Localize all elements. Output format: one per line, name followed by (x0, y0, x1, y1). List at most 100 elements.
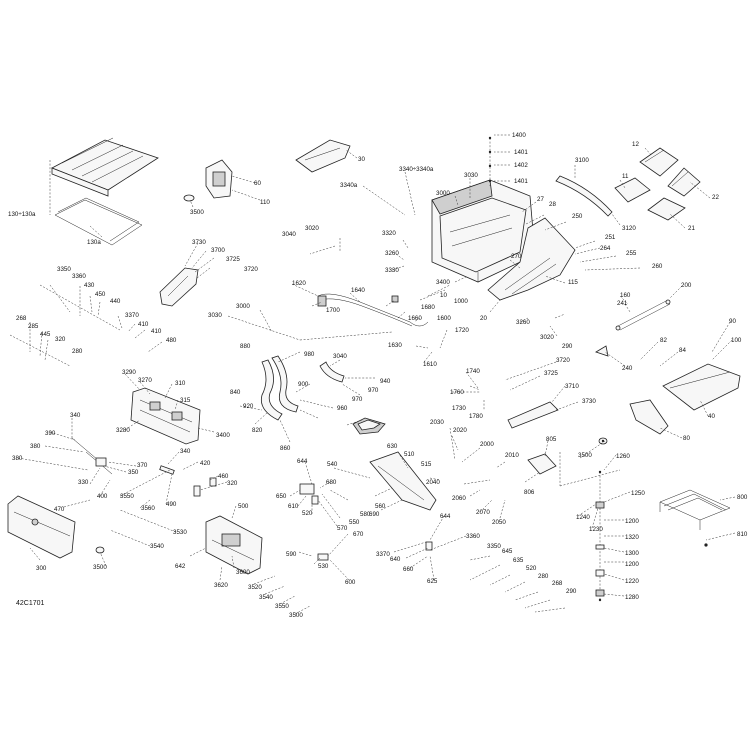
callout-3700: 3700 (211, 247, 225, 254)
callout-84: 84 (679, 347, 686, 354)
callout-241: 241 (617, 300, 628, 307)
callout-3370-bottom: 3370 (376, 551, 390, 558)
callout-3000-mid: 3000 (236, 303, 250, 310)
callout-380-b: 380 (12, 455, 23, 462)
callout-500: 500 (238, 503, 249, 510)
callout-3500-mid: 3500 (289, 612, 303, 619)
callout-1630: 1630 (388, 342, 402, 349)
callout-3330: 3330 (385, 267, 399, 274)
callout-1200-a: 1200 (625, 518, 639, 525)
callout-670: 670 (353, 531, 364, 538)
callout-400: 400 (97, 493, 108, 500)
callout-3280: 3280 (116, 427, 130, 434)
callout-3720-left: 3720 (244, 266, 258, 273)
panel-30-part (295, 139, 351, 173)
callout-2020: 2020 (453, 427, 467, 434)
callout-2000: 2000 (480, 441, 494, 448)
callout-450: 450 (95, 291, 106, 298)
bracket-160-part (615, 299, 671, 331)
callout-10: 10 (440, 292, 447, 299)
callout-920: 920 (243, 403, 254, 410)
callout-250: 250 (572, 213, 583, 220)
callout-240: 240 (622, 365, 633, 372)
callout-3600: 3600 (236, 569, 250, 576)
bracket-80-part (598, 399, 669, 445)
callout-3030-mid: 3030 (208, 312, 222, 319)
bed-cover-part (51, 137, 159, 246)
callout-806: 806 (524, 489, 535, 496)
callout-600: 600 (345, 579, 356, 586)
callout-530: 530 (318, 563, 329, 570)
callout-2060: 2060 (452, 495, 466, 502)
callout-28: 28 (549, 201, 556, 208)
liner-part (487, 217, 576, 301)
latch-rod-part (71, 437, 113, 475)
callout-1610: 1610 (423, 361, 437, 368)
callout-650: 650 (276, 493, 287, 500)
callout-1400: 1400 (512, 132, 526, 139)
callout-3720-right: 3720 (556, 357, 570, 364)
callout-22: 22 (712, 194, 719, 201)
callout-1600: 1600 (437, 315, 451, 322)
callout-1401-b: 1401 (514, 178, 528, 185)
callout-860: 860 (280, 445, 291, 452)
callout-560: 560 (375, 503, 386, 510)
callout-690: 690 (369, 511, 380, 518)
callout-3020-top: 3020 (305, 225, 319, 232)
callout-610: 610 (288, 503, 299, 510)
callout-520-left: 520 (302, 510, 313, 517)
callout-3290: 3290 (122, 369, 136, 376)
callout-1230: 1230 (589, 526, 603, 533)
callout-3260-top: 3260 (385, 250, 399, 257)
rack-800-part (659, 489, 731, 530)
callout-115: 115 (568, 279, 578, 286)
callout-800: 800 (737, 494, 748, 501)
callout-3730-left: 3730 (192, 239, 206, 246)
callout-82: 82 (660, 337, 667, 344)
callout-340-left: 340 (70, 412, 81, 419)
callout-590: 590 (286, 551, 297, 558)
callout-110: 110 (260, 199, 270, 206)
callout-410-b: 410 (151, 328, 162, 335)
callout-3530: 3530 (173, 529, 187, 536)
callout-370: 370 (137, 462, 148, 469)
callout-420: 420 (200, 460, 211, 467)
leader-lines (9, 134, 736, 615)
callout-264: 264 (600, 245, 611, 252)
tailgate-cover-300-part (7, 495, 76, 559)
panel-510-part (369, 451, 437, 511)
side-panel-3730-part (159, 267, 199, 307)
callout-130a: 130a (87, 239, 101, 246)
callout-3100: 3100 (575, 157, 589, 164)
callout-3725-left: 3725 (226, 256, 240, 263)
callout-27: 27 (537, 196, 544, 203)
callout-1320: 1320 (625, 534, 639, 541)
callout-3400-left: 3400 (216, 432, 230, 439)
callout-970-b: 970 (352, 396, 363, 403)
tailgate-310-part (130, 387, 201, 445)
plate-805-part (527, 453, 557, 475)
callout-3560: 3560 (141, 505, 155, 512)
callout-3725-right: 3725 (544, 370, 558, 377)
callout-1200-b: 1200 (625, 561, 639, 568)
callout-940: 940 (380, 378, 391, 385)
callout-40: 40 (708, 413, 715, 420)
callout-3550-mid: 3550 (275, 603, 289, 610)
callout-285: 285 (28, 323, 39, 330)
callout-660: 660 (403, 566, 414, 573)
callout-880: 880 (240, 343, 251, 350)
callout-labels: 130÷130a 130a 3500 110 60 30 3340a 3340÷… (8, 132, 748, 619)
callout-810: 810 (737, 531, 748, 538)
clip-3040-part (352, 417, 386, 435)
callout-160: 160 (620, 292, 631, 299)
callout-680: 680 (326, 479, 337, 486)
callout-642: 642 (175, 563, 186, 570)
callout-21: 21 (688, 225, 695, 232)
latch-500-part (205, 515, 263, 575)
callout-310: 310 (175, 380, 186, 387)
hinge-parts (299, 483, 433, 561)
callout-1760: 1760 (450, 389, 464, 396)
callout-1780: 1780 (469, 413, 483, 420)
callout-2040: 2040 (426, 479, 440, 486)
callout-445: 445 (40, 331, 51, 338)
